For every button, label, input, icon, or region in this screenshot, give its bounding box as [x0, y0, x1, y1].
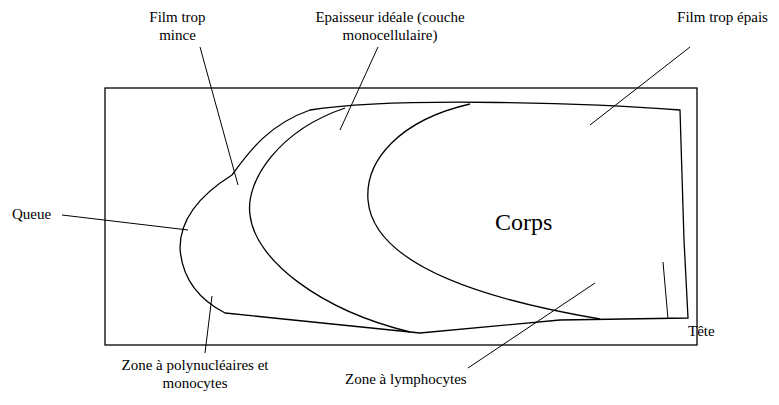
leader-line: [663, 262, 668, 319]
region-label: Epaisseur idéale (couche monocellulaire): [290, 8, 490, 44]
leader-line: [590, 47, 690, 125]
leader-lines: [62, 47, 690, 368]
leader-line: [200, 47, 238, 185]
part-label: Corps: [495, 208, 552, 236]
smear-outline: [180, 102, 688, 333]
region-label: Film trop mince: [130, 8, 225, 44]
leader-line: [205, 296, 212, 353]
thin-zone-boundary: [250, 108, 410, 332]
glass-slide: [105, 88, 697, 345]
leader-line: [62, 215, 188, 230]
leader-line: [468, 283, 595, 368]
zone-label: Zone à polynucléaires et monocytes: [110, 356, 280, 392]
part-label: Queue: [12, 205, 51, 223]
leader-line: [340, 47, 378, 130]
zone-label: Zone à lymphocytes: [345, 370, 467, 388]
part-label: Tête: [688, 322, 715, 340]
region-label: Film trop épais: [675, 8, 770, 26]
thick-zone-boundary: [368, 104, 600, 319]
